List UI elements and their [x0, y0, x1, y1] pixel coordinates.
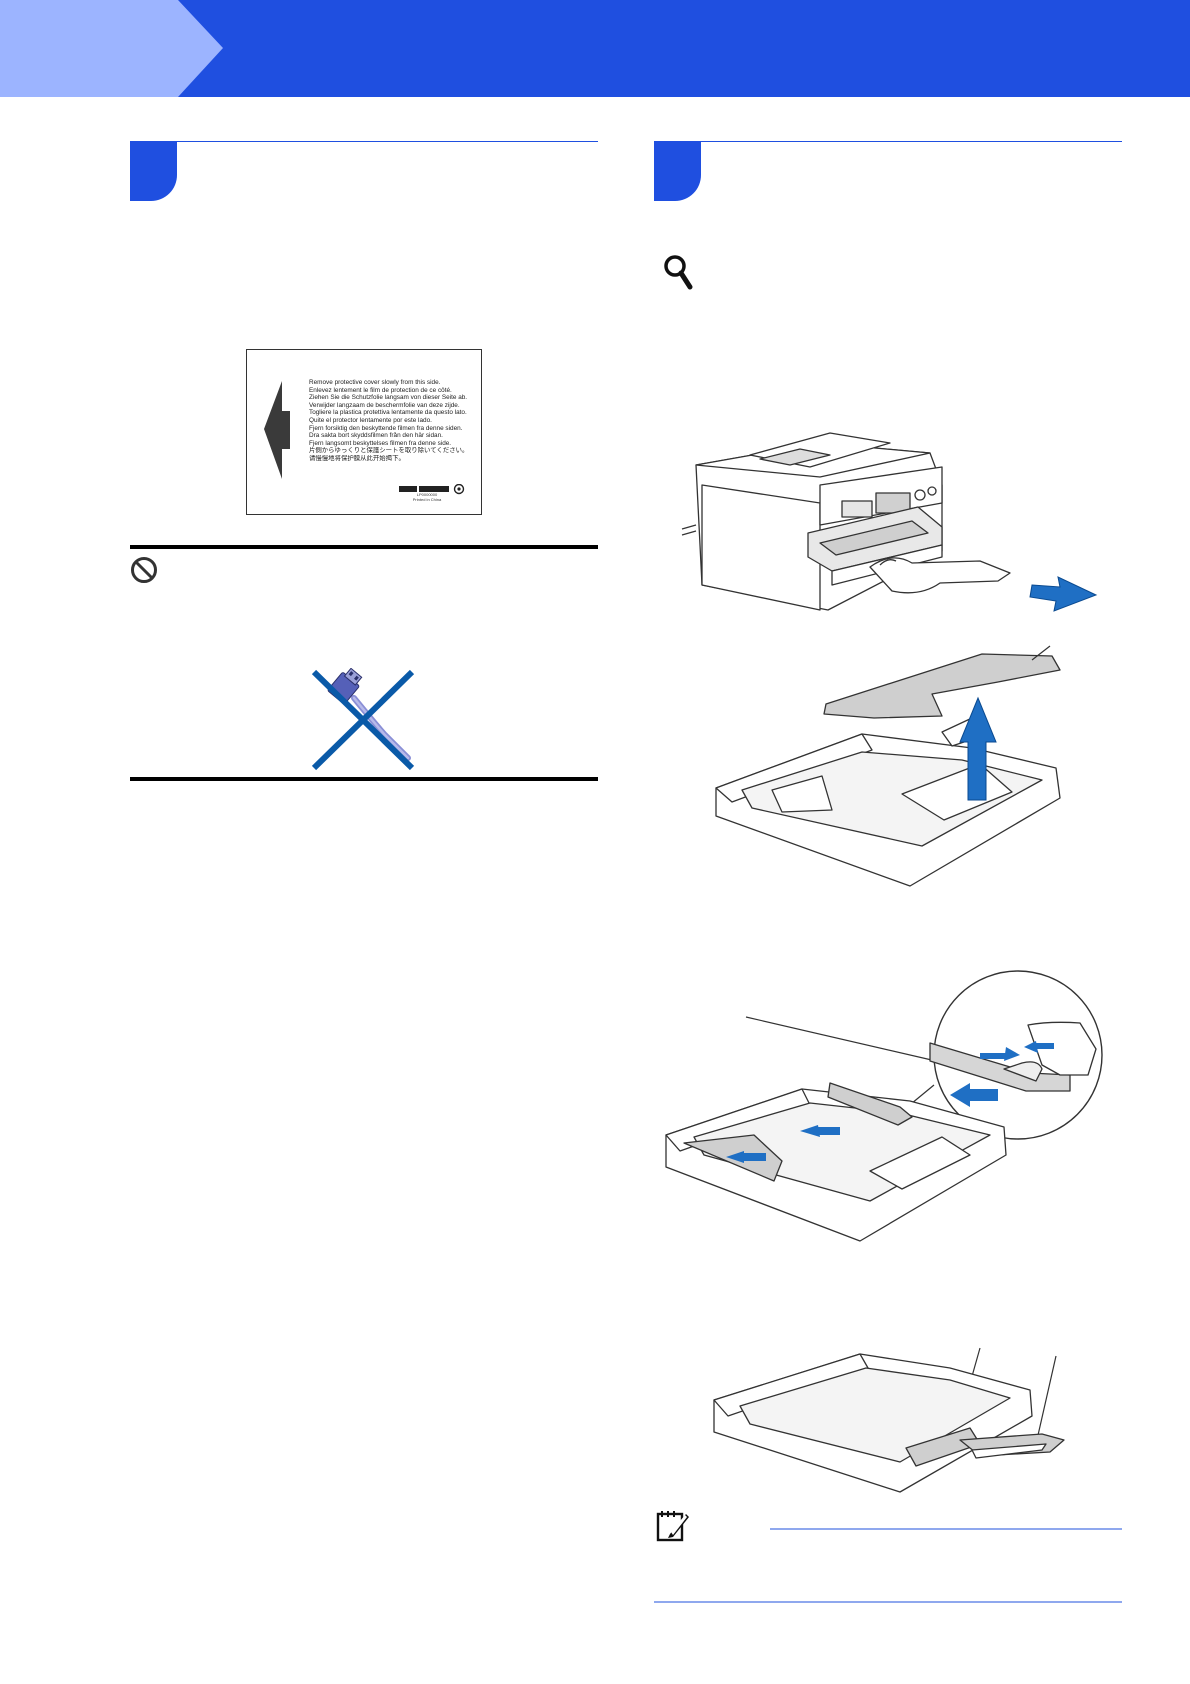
sheet-line: Fjern langsomt beskyttelses filmen fra d…: [309, 439, 452, 447]
prohibited-icon: [131, 557, 157, 583]
sheet-line: Enlevez lentement le film de protection …: [309, 386, 452, 394]
sheet-footer-line: Printed in China: [412, 497, 442, 502]
warning-box-top-rule: [130, 545, 598, 549]
usb-cable-crossed-out-icon: [311, 668, 415, 771]
banner-arrow-tab: [0, 0, 223, 97]
sheet-line: Dra sakta bort skyddsfilmen från den här…: [309, 432, 443, 440]
sheet-line: 片側からゆっくりと保護シートを取り除いてください。: [309, 447, 469, 455]
sheet-line: Ziehen Sie die Schutzfolie langsam von d…: [309, 394, 468, 402]
magnifier-icon: [664, 255, 693, 290]
step-number-badge: [130, 141, 177, 201]
remove-output-tray-cover-illustration: [715, 645, 1061, 887]
printer-pull-out-tray-illustration: [681, 432, 1098, 612]
step-header-rule-right: [654, 141, 1122, 142]
sheet-line: Verwijder langzaam de beschermfolie van …: [309, 401, 460, 409]
note-bottom-rule: [654, 1601, 1122, 1603]
sheet-line: Quite el protector lentamente por este l…: [309, 416, 432, 424]
sheet-footer-line: LP0000000: [416, 492, 438, 497]
note-pencil-icon: [656, 1511, 689, 1542]
warning-box-bottom-rule: [130, 777, 598, 781]
sheet-footer: LP0000000 Printed in China: [407, 492, 447, 502]
sheet-line: Togliere la plastica protettiva lentamen…: [309, 409, 467, 417]
paper-support-extended-illustration: [713, 1347, 1065, 1493]
sheet-line: Fjern forsiktig den beskyttende filmen f…: [309, 424, 463, 432]
protective-cover-sheet: Remove protective cover slowly from this…: [246, 349, 482, 515]
note-top-rule: [770, 1528, 1122, 1530]
sheet-arrow-left-icon: [264, 381, 290, 479]
step-number-badge: [654, 141, 701, 201]
sheet-line: 请慢慢地将保护膜从此开始揭下。: [309, 454, 405, 462]
sheet-barcode: [399, 484, 465, 495]
adjust-paper-guides-illustration: [665, 970, 1103, 1242]
step-header-rule-left: [130, 141, 598, 142]
sheet-line: Remove protective cover slowly from this…: [309, 379, 441, 386]
sheet-text-block: Remove protective cover slowly from this…: [309, 379, 477, 463]
